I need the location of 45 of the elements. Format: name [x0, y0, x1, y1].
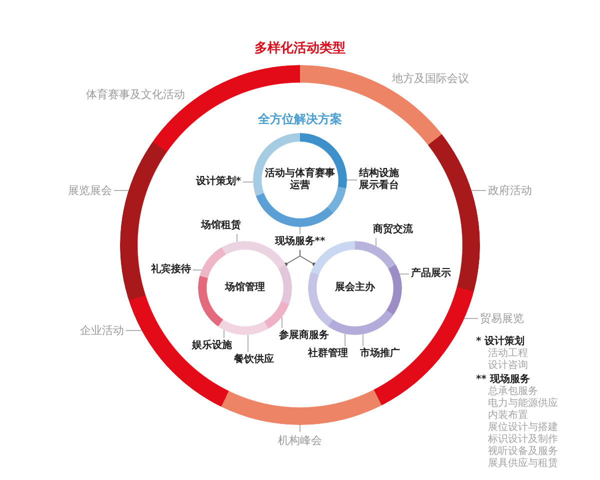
service-label: 场馆租赁	[201, 220, 241, 232]
category-label: 展览展会	[68, 184, 112, 197]
category-label: 贸易展览	[480, 312, 524, 325]
footnote-item: 展具供应与租赁	[488, 458, 558, 470]
footnote-item: 标识设计及制作	[488, 434, 558, 446]
donut-title: 活动与体育赛事运营	[264, 168, 336, 192]
service-label: 现场服务**	[274, 236, 326, 248]
category-label: 机构峰会	[278, 434, 322, 447]
service-label: 市场推广	[360, 348, 400, 360]
service-label: 商贸交流	[373, 224, 413, 236]
footnote-item: 展位设计与搭建	[488, 422, 558, 434]
category-label: 地方及国际会议	[392, 72, 469, 85]
ring-heading: 多样化活动类型	[254, 40, 346, 57]
footnote-heading: ** 现场服务	[476, 374, 530, 386]
footnote-item: 总承包服务	[488, 386, 538, 398]
service-label: 设计策划*	[196, 176, 241, 188]
leader-line	[464, 318, 478, 319]
leader-line	[300, 250, 316, 266]
leader-line	[114, 190, 129, 191]
category-label: 企业活动	[80, 324, 124, 337]
leader-line	[344, 333, 346, 346]
footnote-item: 内装布置	[488, 410, 528, 422]
leader-line	[126, 330, 142, 331]
service-label: 礼宾接待	[151, 264, 191, 276]
leader-line	[236, 234, 238, 242]
section-heading: 全方位解决方案	[258, 112, 342, 127]
service-label: 结构设施	[359, 168, 399, 180]
footnote-item: 活动工程	[488, 348, 528, 360]
donut-title: 场馆管理	[224, 282, 266, 294]
service-label: 产品展示	[411, 268, 451, 280]
category-label: 体育赛事及文化活动	[86, 88, 185, 101]
service-label: 展示看台	[359, 180, 399, 192]
donut-ring	[253, 133, 347, 227]
donut-title: 展会主办	[334, 282, 376, 294]
service-label: 社群管理	[308, 348, 348, 360]
leader-line	[362, 334, 364, 346]
footnote-item: 视听设备及服务	[488, 446, 558, 458]
service-label: 参展商服务	[279, 330, 329, 342]
footnote-item: 电力与能源供应	[488, 398, 558, 410]
footnote-heading: * 设计策划	[476, 336, 525, 348]
category-label: 政府活动	[488, 184, 532, 197]
footnote-item: 设计咨询	[488, 360, 528, 372]
leader-line	[471, 190, 486, 191]
service-label: 娱乐设施	[192, 340, 232, 352]
service-label: 餐饮供应	[234, 354, 274, 366]
